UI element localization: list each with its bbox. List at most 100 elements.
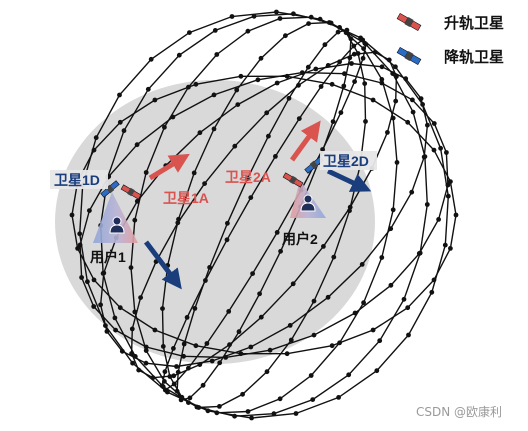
constellation-node — [329, 81, 335, 87]
constellation-node — [374, 368, 380, 374]
constellation-node — [194, 404, 200, 410]
constellation-node — [425, 122, 430, 128]
constellation-node — [91, 147, 97, 153]
constellation-node — [325, 294, 331, 300]
constellation-node — [361, 300, 366, 306]
user2-label: 用户2 — [282, 231, 318, 247]
constellation-node — [119, 348, 125, 354]
constellation-node — [448, 179, 453, 185]
constellation-node — [403, 76, 409, 82]
constellation-node — [113, 327, 118, 333]
constellation-node — [379, 255, 385, 260]
constellation-node — [245, 28, 251, 34]
earth-disc — [55, 80, 375, 364]
constellation-node — [431, 277, 437, 283]
constellation-node — [205, 408, 211, 414]
sat2d-direction-arrow — [326, 168, 372, 192]
constellation-node — [361, 46, 366, 51]
constellation-node — [181, 341, 187, 347]
constellation-node — [442, 242, 448, 248]
constellation-node — [187, 395, 193, 401]
constellation-node — [287, 323, 293, 328]
sat2d-label: 卫星2D — [323, 153, 369, 169]
constellation-node — [150, 375, 156, 381]
constellation-node — [445, 182, 451, 188]
constellation-node — [311, 332, 317, 338]
constellation-node — [349, 61, 354, 66]
constellation-node — [174, 364, 179, 369]
constellation-node — [377, 338, 383, 344]
constellation-node — [181, 353, 187, 359]
constellation-node — [267, 347, 273, 353]
constellation-node — [171, 381, 177, 387]
constellation-node — [363, 119, 368, 124]
constellation-node — [331, 254, 337, 260]
constellation-node — [322, 42, 328, 48]
constellation-node — [130, 360, 136, 366]
constellation-node — [248, 344, 254, 350]
constellation-node — [286, 95, 292, 101]
constellation-node — [308, 373, 314, 378]
constellation-node — [117, 305, 123, 311]
constellation-node — [405, 305, 411, 311]
constellation-node — [410, 109, 416, 115]
constellation-node — [245, 176, 250, 182]
constellation-node — [209, 358, 215, 364]
constellation-node — [227, 342, 232, 348]
constellation-node — [171, 373, 177, 379]
constellation-node — [320, 147, 325, 152]
constellation-node — [288, 337, 294, 343]
constellation-node — [330, 119, 336, 124]
constellation-node — [283, 33, 288, 39]
constellation-node — [128, 265, 134, 270]
constellation-node — [98, 302, 103, 308]
constellation-node — [170, 114, 176, 120]
constellation-node — [160, 384, 166, 390]
sat1d-label: 卫星1D — [54, 172, 100, 188]
constellation-node — [121, 128, 127, 134]
constellation-node — [235, 102, 241, 107]
constellation-node — [103, 323, 108, 328]
constellation-node — [197, 362, 203, 367]
constellation-node — [291, 11, 296, 17]
constellation-node — [203, 278, 208, 283]
constellation-node — [217, 360, 223, 366]
constellation-node — [240, 391, 246, 397]
constellation-node — [424, 202, 430, 207]
constellation-node — [379, 77, 385, 82]
constellation-node — [204, 341, 210, 346]
constellation-node — [310, 397, 316, 402]
constellation-node — [117, 119, 123, 125]
constellation-node — [249, 415, 255, 421]
constellation-node — [321, 244, 326, 249]
constellation-node — [444, 150, 449, 155]
legend-descending-satellite-icon — [396, 46, 422, 66]
constellation-node — [176, 52, 182, 58]
constellation-node — [223, 355, 229, 360]
constellation-node — [248, 195, 254, 201]
constellation-node — [132, 354, 138, 359]
satellite-nodes — [69, 9, 459, 421]
constellation-node — [186, 84, 191, 90]
constellation-node — [325, 63, 331, 68]
constellation-node — [390, 115, 396, 121]
sat2a-label: 卫星2A — [225, 169, 271, 185]
constellation-node — [448, 246, 453, 251]
constellation-node — [317, 16, 323, 22]
constellation-node — [338, 110, 344, 115]
satellite-2a-icon — [282, 172, 304, 188]
constellation-node — [179, 394, 185, 400]
sat2d-label-bg — [320, 151, 377, 170]
constellation-node — [134, 142, 140, 148]
constellation-node — [236, 329, 242, 335]
constellation-node — [355, 51, 361, 56]
legend-descending-label: 降轨卫星 — [444, 48, 504, 66]
constellation-node — [284, 351, 290, 357]
constellation-node — [341, 83, 347, 89]
constellation-node — [296, 82, 301, 88]
constellation-node — [214, 52, 220, 57]
constellation-node — [129, 326, 135, 332]
constellation-node — [143, 344, 149, 350]
constellation-node — [347, 208, 352, 214]
